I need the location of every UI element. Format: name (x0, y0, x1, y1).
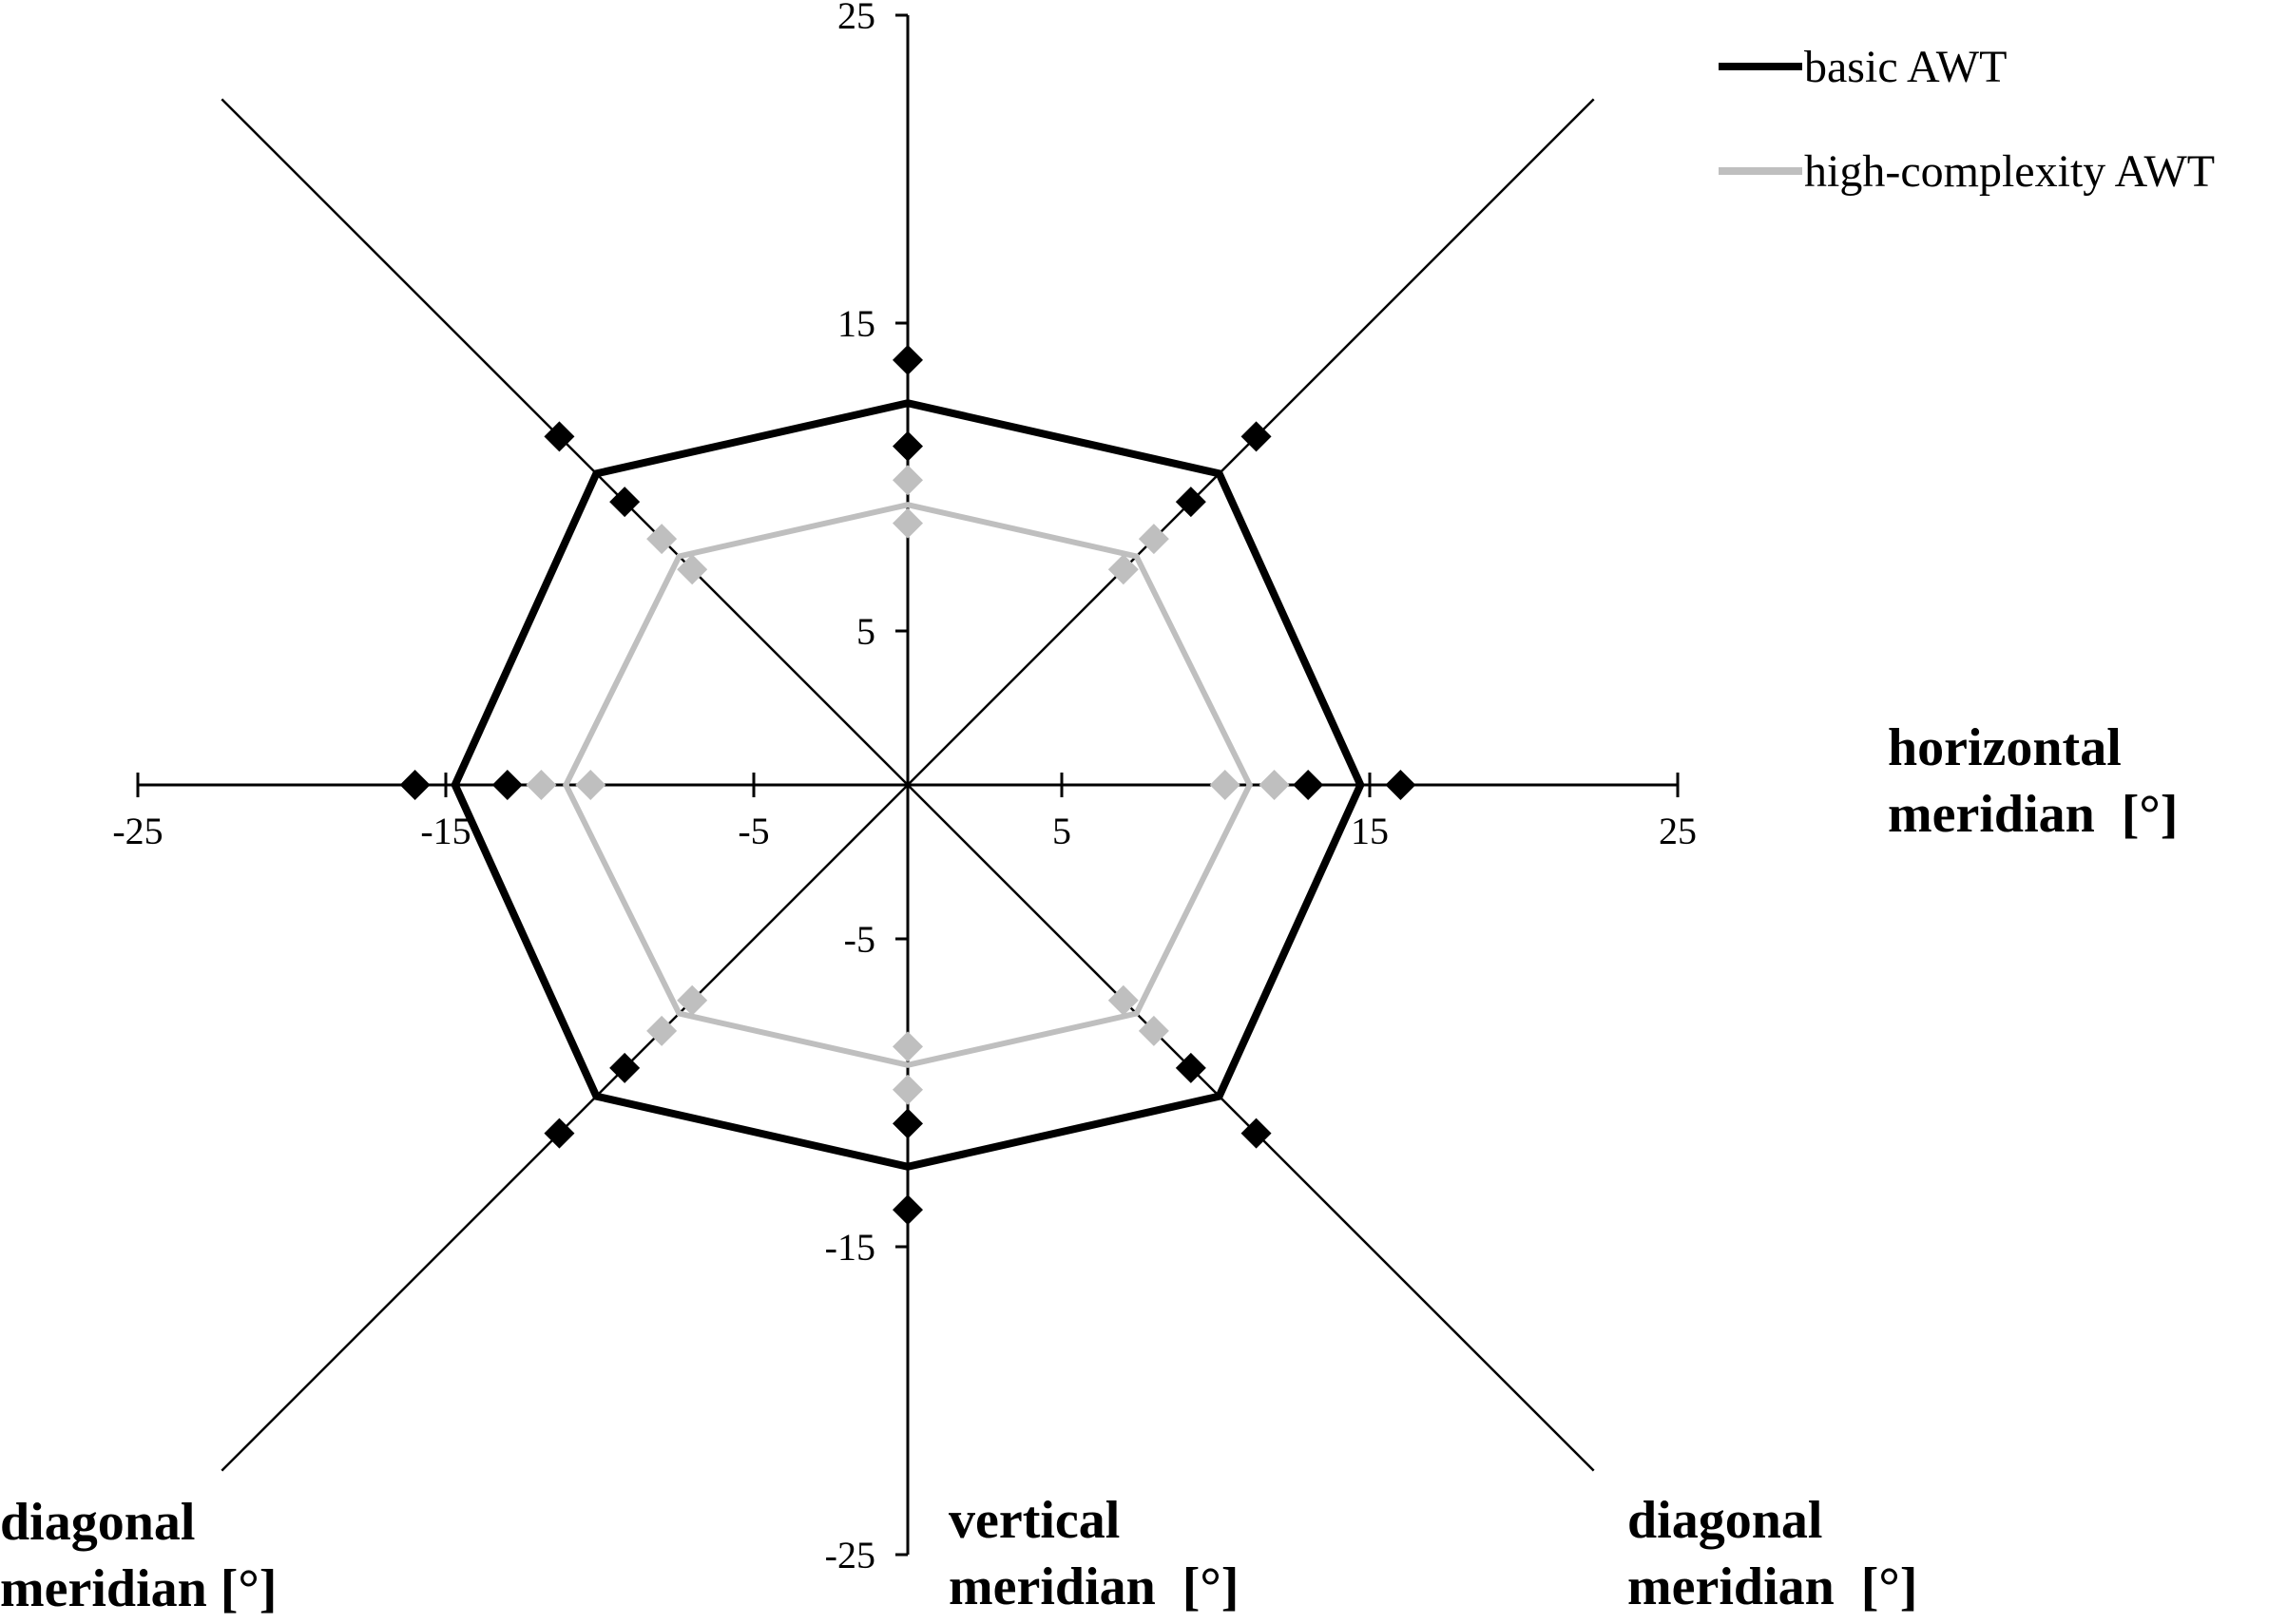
series-0-marker-225-1 (544, 1118, 575, 1149)
diagonal-right-axis-title-line1: diagonal (1627, 1491, 1822, 1550)
h-tick-label-4: 15 (1351, 810, 1389, 852)
v-tick-label-0: 25 (837, 0, 875, 37)
series-1-marker-0-1 (1259, 770, 1290, 800)
h-tick-label-2: -5 (738, 810, 769, 852)
series-0-marker-45-1 (1240, 421, 1272, 452)
v-tick-label-4: -15 (825, 1226, 875, 1269)
series-1-marker-90-1 (893, 465, 923, 496)
series-0-marker-315-1 (1240, 1118, 1272, 1149)
diagonal-left-axis-title-line1: diagonal (0, 1493, 195, 1552)
series-0-marker-225-0 (609, 1052, 641, 1083)
vertical-axis-title-line2: meridian [°] (949, 1557, 1239, 1616)
horizontal-axis-title-line1: horizontal (1888, 718, 2122, 777)
v-tick-label-1: 15 (837, 302, 875, 345)
diagonal-left-axis-title-line2: meridian [°] (0, 1559, 277, 1618)
series-0-marker-180-0 (491, 770, 523, 800)
series-1-marker-315-1 (1138, 1015, 1169, 1046)
series-0-marker-45-0 (1175, 487, 1206, 518)
legend-label-high-complexity: high-complexity AWT (1804, 146, 2215, 197)
series-1-marker-0-0 (1209, 770, 1240, 800)
series-1 (526, 465, 1290, 1105)
h-tick-label-5: 25 (1659, 810, 1697, 852)
series-1-marker-180-0 (575, 770, 606, 800)
series-1-outline (563, 502, 1253, 1068)
axes: -25 -15 -5 5 15 25 25 15 5 -5 -15 -25 (112, 0, 1697, 1576)
series-0-marker-0-0 (1293, 770, 1324, 800)
legend: basic AWT high-complexity AWT (1719, 42, 2215, 197)
v-tick-label-2: 5 (856, 610, 875, 653)
series-0-marker-135-1 (544, 421, 575, 452)
series-1-marker-270-0 (893, 1031, 923, 1062)
series-1-marker-45-0 (1107, 554, 1139, 585)
v-tick-label-5: -25 (825, 1534, 875, 1576)
series-0-marker-90-0 (893, 430, 923, 462)
series-1-marker-225-0 (677, 984, 708, 1016)
series-0-marker-315-0 (1175, 1052, 1206, 1083)
legend-label-basic: basic AWT (1804, 42, 2007, 92)
series-1-marker-180-1 (526, 770, 557, 800)
series-0-marker-270-0 (893, 1108, 923, 1139)
h-tick-label-0: -25 (112, 810, 163, 852)
series-1-marker-135-1 (646, 524, 678, 555)
h-tick-label-1: -15 (420, 810, 471, 852)
series-0-marker-135-0 (609, 487, 641, 518)
series-1-marker-45-1 (1138, 524, 1169, 555)
axis-titles: horizontal meridian [°] vertical meridia… (0, 718, 2178, 1618)
series-0-outline (451, 399, 1365, 1171)
vertical-axis-title-line1: vertical (949, 1491, 1120, 1550)
v-tick-label-3: -5 (844, 918, 875, 961)
h-tick-label-3: 5 (1052, 810, 1071, 852)
series-1-marker-270-1 (893, 1074, 923, 1105)
series-0-marker-270-1 (893, 1194, 923, 1226)
series-layer (399, 344, 1416, 1226)
diagonal-right-axis-title-line2: meridian [°] (1627, 1557, 1917, 1616)
series-0-marker-0-1 (1385, 770, 1416, 800)
series-1-marker-225-1 (646, 1015, 678, 1046)
series-0-marker-90-1 (893, 344, 923, 375)
series-0-marker-180-1 (399, 770, 431, 800)
series-1-marker-315-0 (1107, 984, 1139, 1016)
series-1-marker-90-0 (893, 507, 923, 539)
series-1-marker-135-0 (677, 554, 708, 585)
series-0 (399, 344, 1416, 1226)
horizontal-axis-title-line2: meridian [°] (1888, 785, 2178, 844)
